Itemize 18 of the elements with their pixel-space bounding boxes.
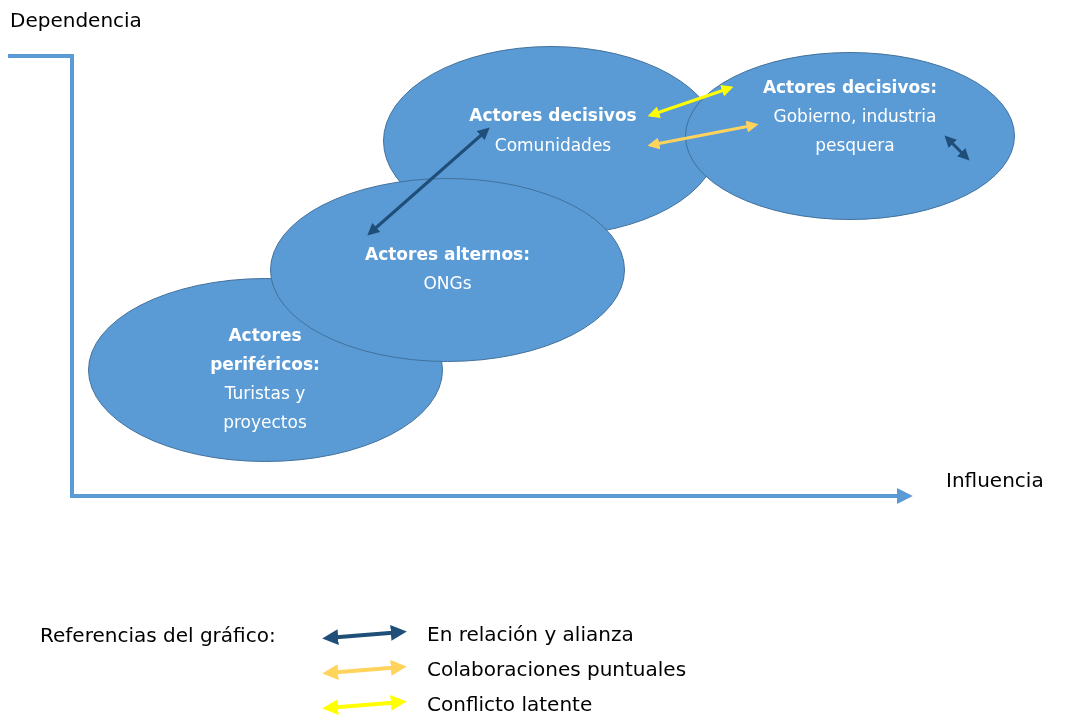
group-heading: Actores decisivos	[468, 104, 638, 127]
group-members: Turistas y proyectos	[222, 382, 308, 434]
legend-label: Conflicto latente	[427, 692, 593, 716]
group-members: Comunidades	[493, 134, 613, 157]
axis-label: Dependencia	[10, 8, 142, 32]
double-arrow	[367, 127, 490, 236]
group-heading: Actores decisivos:	[761, 76, 939, 99]
legend-label: En relación y alianza	[427, 622, 634, 646]
group-heading: Actores periféricos:	[209, 324, 321, 376]
group-heading: Actores alternos:	[364, 243, 531, 266]
double-arrow	[647, 120, 759, 150]
double-arrow	[647, 85, 734, 118]
double-arrow	[944, 135, 970, 161]
legend-label: Colaboraciones puntuales	[427, 657, 687, 681]
group-members: ONGs	[422, 272, 473, 295]
axis-label: Influencia	[946, 468, 1044, 492]
group-members: Gobierno, industria pesquera	[772, 105, 938, 157]
legend-title: Referencias del gráfico:	[40, 623, 276, 647]
